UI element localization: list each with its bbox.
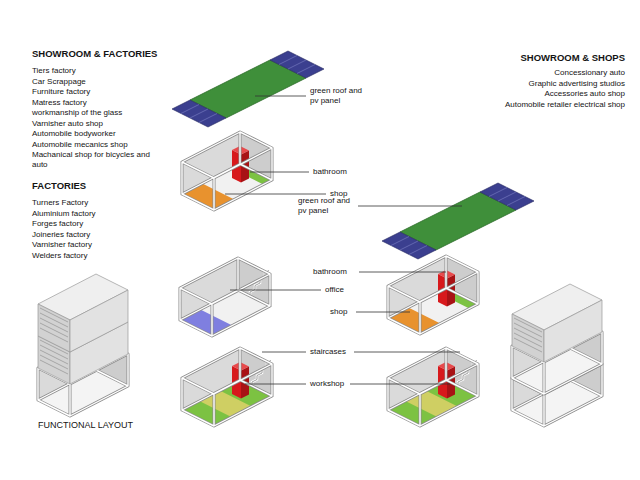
- green-roof: [382, 183, 534, 259]
- office-module: [180, 258, 270, 336]
- list-item: Machanical shop for bicycles and auto: [32, 150, 150, 170]
- workshop-module: [388, 348, 478, 426]
- callout-label: green roof and pv panel: [310, 86, 366, 106]
- list-item: Furniture factory: [32, 87, 90, 97]
- list-item: Concessionary auto: [554, 68, 625, 78]
- callout-label: green roof and pv panel: [298, 196, 354, 216]
- callout-label: bathroom: [313, 167, 347, 177]
- shop-module: [182, 132, 272, 210]
- green-roof: [172, 51, 324, 127]
- list-item: Car Scrappage: [32, 77, 86, 87]
- list-item: Joineries factory: [32, 230, 90, 240]
- callout-label: shop: [330, 307, 347, 317]
- list-item: Forges factory: [32, 219, 83, 229]
- list-item: Automobile retailer electrical shop: [505, 100, 625, 110]
- list-item: Turners Factory: [32, 198, 88, 208]
- list-heading: FACTORIES: [32, 180, 86, 192]
- list-item: Aluminium factory: [32, 209, 96, 219]
- callout-label: workshop: [310, 379, 344, 389]
- leader-lines: [225, 96, 462, 384]
- list-item: Accessories auto shop: [545, 89, 626, 99]
- list-heading: SHOWROOM & FACTORIES: [32, 48, 157, 60]
- workshop-module: [182, 348, 272, 426]
- list-item: Tiers factory: [32, 66, 76, 76]
- list-item: Varnisher factory: [32, 240, 92, 250]
- callout-label: staircases: [310, 347, 346, 357]
- list-item: Matress factory: [32, 98, 87, 108]
- list-heading: SHOWROOM & SHOPS: [520, 52, 625, 64]
- list-item: Welders factory: [32, 251, 87, 261]
- stacked-building: [38, 274, 128, 416]
- shop-module: [388, 256, 478, 334]
- list-item: Automobile mecanics shop: [32, 140, 128, 150]
- list-item: Automobile bodyworker: [32, 129, 116, 139]
- list-item: Varnisher auto shop: [32, 119, 103, 129]
- list-item: workmanship of the glass: [32, 108, 122, 118]
- stacked-building: [512, 284, 602, 426]
- caption: FUNCTIONAL LAYOUT: [38, 420, 133, 431]
- callout-label: bathroom: [313, 267, 347, 277]
- list-item: Graphic advertising studios: [529, 79, 626, 89]
- callout-label: office: [325, 285, 344, 295]
